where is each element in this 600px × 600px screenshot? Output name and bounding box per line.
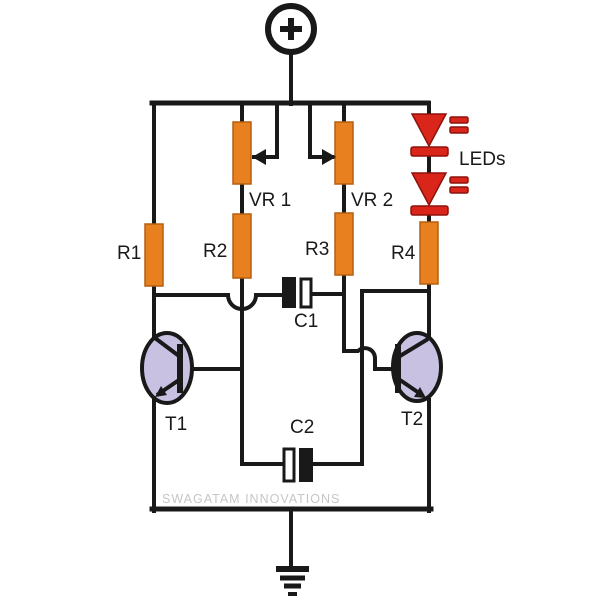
label-r1: R1 xyxy=(117,243,141,264)
label-vr2: VR 2 xyxy=(351,190,393,211)
label-r4: R4 xyxy=(391,243,416,264)
t2-collector-lead xyxy=(398,337,430,358)
t2-emitter-arrow-icon xyxy=(414,387,426,398)
led1-triangle-icon xyxy=(410,113,448,148)
label-r2: R2 xyxy=(203,241,227,262)
transistor-t2-symbol xyxy=(391,331,443,403)
watermark-text: SWAGATAM INNOVATIONS xyxy=(162,492,340,506)
wiper-arrow-group xyxy=(252,149,336,165)
label-c2: C2 xyxy=(290,417,314,438)
arrow-right-icon xyxy=(322,149,336,165)
t1-body xyxy=(140,331,194,405)
led2-cathode-bar xyxy=(410,205,449,216)
ground-icon xyxy=(276,566,309,596)
led2-light-dash-2 xyxy=(449,186,469,194)
led1-light-dash-2 xyxy=(449,126,469,134)
c2-solid-plate xyxy=(299,448,313,482)
label-leds: LEDs xyxy=(459,149,505,170)
positive-supply-symbol xyxy=(265,3,317,55)
led-group xyxy=(410,113,469,216)
resistor-r3-body xyxy=(334,212,354,276)
resistor-group xyxy=(144,121,439,287)
led2-light-dash-1 xyxy=(449,176,469,184)
label-c1: C1 xyxy=(294,311,318,332)
led1-cathode-bar xyxy=(410,146,449,157)
transistor-group xyxy=(140,331,443,405)
led2-triangle-icon xyxy=(410,172,448,207)
label-r3: R3 xyxy=(305,239,329,260)
label-t1: T1 xyxy=(165,414,187,435)
transistor-t1-symbol xyxy=(140,331,194,405)
resistor-r4-body xyxy=(419,221,439,285)
led1-light-dash-1 xyxy=(449,116,469,124)
resistor-r1-body xyxy=(144,223,164,287)
t1-collector-lead xyxy=(153,336,181,358)
plus-icon xyxy=(280,18,302,40)
c2-hollow-plate xyxy=(282,447,296,483)
c1-solid-plate xyxy=(282,277,296,308)
c1-hollow-plate xyxy=(299,277,313,309)
label-group: R1 R2 R3 R4 VR 1 VR 2 C1 C2 T1 T2 LEDs xyxy=(117,149,505,438)
label-vr1: VR 1 xyxy=(249,190,291,211)
potentiometer-vr2-body xyxy=(334,121,354,185)
t1-emitter-arrow-icon xyxy=(155,386,167,397)
arrow-left-icon xyxy=(252,149,266,165)
capacitor-group xyxy=(282,277,313,483)
label-t2: T2 xyxy=(401,409,423,430)
potentiometer-vr1-body xyxy=(232,121,252,185)
wire-r3-to-t2-base-with-hop xyxy=(342,273,397,371)
resistor-r2-body xyxy=(232,213,252,279)
